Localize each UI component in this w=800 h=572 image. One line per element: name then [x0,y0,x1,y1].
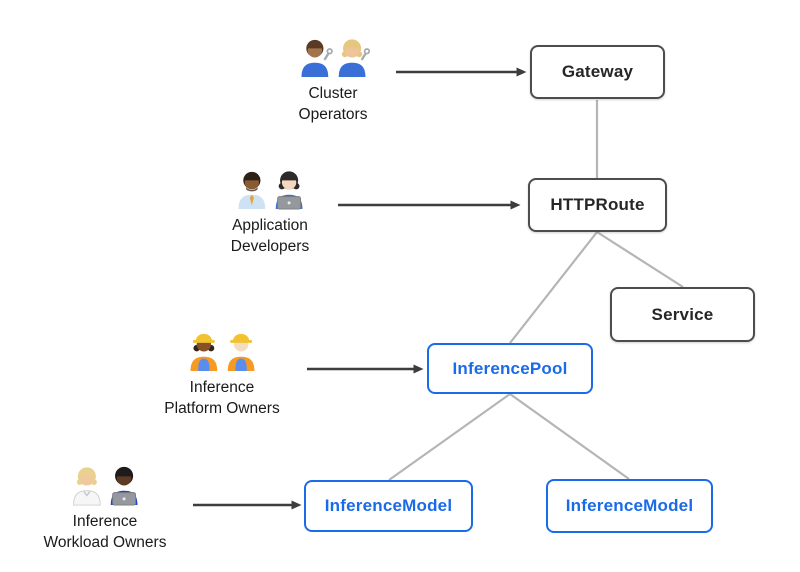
service-label: Service [651,304,714,324]
persona-inference-platform-owners-label: Inference Platform Owners [164,379,280,417]
persona-inference-workload-owners: Inference Workload Owners [25,464,185,553]
edge-inferencepool-model-left [388,393,511,481]
inferencepool-label: InferencePool [452,358,568,378]
inferencemodel-left-label: InferenceModel [324,496,453,515]
service-node: Service [610,287,755,342]
edge-httproute-service [596,231,684,288]
gateway-label: Gateway [561,62,634,81]
persona-cluster-operators: Cluster Operators [253,36,413,125]
persona-application-developers: Application Developers [190,168,350,257]
httproute-node: HTTPRoute [528,178,667,232]
persona-inference-platform-owners: Inference Platform Owners [142,330,302,419]
mechanics-icon [301,39,371,78]
inferencemodel-right-node: InferenceModel [546,479,713,533]
construction-workers-icon [190,333,255,372]
inferencemodel-left-node: InferenceModel [304,480,473,532]
persona-application-developers-label: Application Developers [230,217,310,255]
persona-inference-workload-owners-label: Inference Workload Owners [43,513,167,551]
persona-cluster-operators-label: Cluster Operators [298,85,368,123]
gateway-node: Gateway [530,45,665,99]
edge-httproute-inferencepool [509,231,598,344]
health-worker-and-technologist-icon [73,466,138,506]
edge-inferencepool-model-right [509,393,630,480]
inferencepool-node: InferencePool [427,343,593,394]
office-worker-and-technologist-icon [238,171,303,210]
httproute-label: HTTPRoute [550,195,645,214]
inferencemodel-right-label: InferenceModel [565,496,694,515]
